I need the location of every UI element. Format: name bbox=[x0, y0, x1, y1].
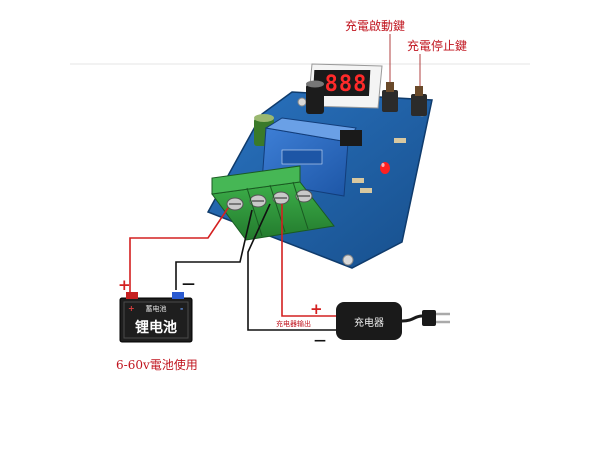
charger-plus-marker: + bbox=[310, 300, 323, 318]
battery-positive-terminal bbox=[126, 292, 138, 299]
wire-charger-negative bbox=[247, 203, 338, 331]
display-digits: 888 bbox=[325, 72, 368, 97]
charger-minus-marker: — bbox=[314, 333, 326, 347]
mounting-hole bbox=[297, 97, 307, 107]
battery-negative-terminal bbox=[172, 292, 184, 299]
battery-neg-symbol: - bbox=[180, 304, 183, 313]
battery: + - 蓄电池 锂电池 bbox=[119, 292, 193, 343]
battery-range-label: 6-60v電池使用 bbox=[116, 357, 198, 372]
battery-minus-marker: — bbox=[182, 277, 195, 292]
terminal-block bbox=[211, 165, 335, 241]
wire-charger-positive bbox=[281, 204, 338, 317]
battery-top-label: 蓄电池 bbox=[146, 304, 167, 313]
status-led bbox=[380, 162, 390, 174]
wiring bbox=[129, 203, 338, 331]
ic-chip bbox=[340, 130, 362, 146]
display-window bbox=[312, 70, 371, 96]
relay-marking bbox=[281, 149, 323, 165]
charger-label: 充电器 bbox=[354, 316, 384, 329]
terminal-screw[interactable] bbox=[272, 191, 290, 205]
charger-body bbox=[336, 302, 402, 340]
resistor bbox=[394, 138, 406, 143]
start-button-label: 充電啟動鍵 bbox=[345, 18, 405, 33]
charger-output-label: 充电器输出 bbox=[276, 319, 311, 328]
mounting-hole bbox=[342, 254, 354, 266]
resistor bbox=[360, 188, 372, 193]
resistor bbox=[352, 178, 364, 183]
plug-head bbox=[422, 310, 436, 326]
wire-battery-negative bbox=[175, 209, 253, 290]
wire-battery-positive bbox=[129, 207, 229, 296]
terminal-screw[interactable] bbox=[295, 189, 313, 203]
terminal-screw[interactable] bbox=[226, 197, 244, 211]
battery-main-label: 锂电池 bbox=[135, 319, 177, 336]
terminal-screw[interactable] bbox=[249, 194, 267, 208]
stop-button[interactable] bbox=[411, 86, 427, 116]
start-button[interactable] bbox=[382, 82, 398, 112]
battery-pos-symbol: + bbox=[128, 304, 135, 313]
capacitor-black bbox=[306, 80, 324, 114]
stop-button-label: 充電停止鍵 bbox=[407, 38, 467, 53]
charge-controller-module: 888 bbox=[206, 63, 433, 269]
charger: 充电器 bbox=[336, 302, 450, 340]
battery-plus-marker: + bbox=[118, 276, 131, 294]
